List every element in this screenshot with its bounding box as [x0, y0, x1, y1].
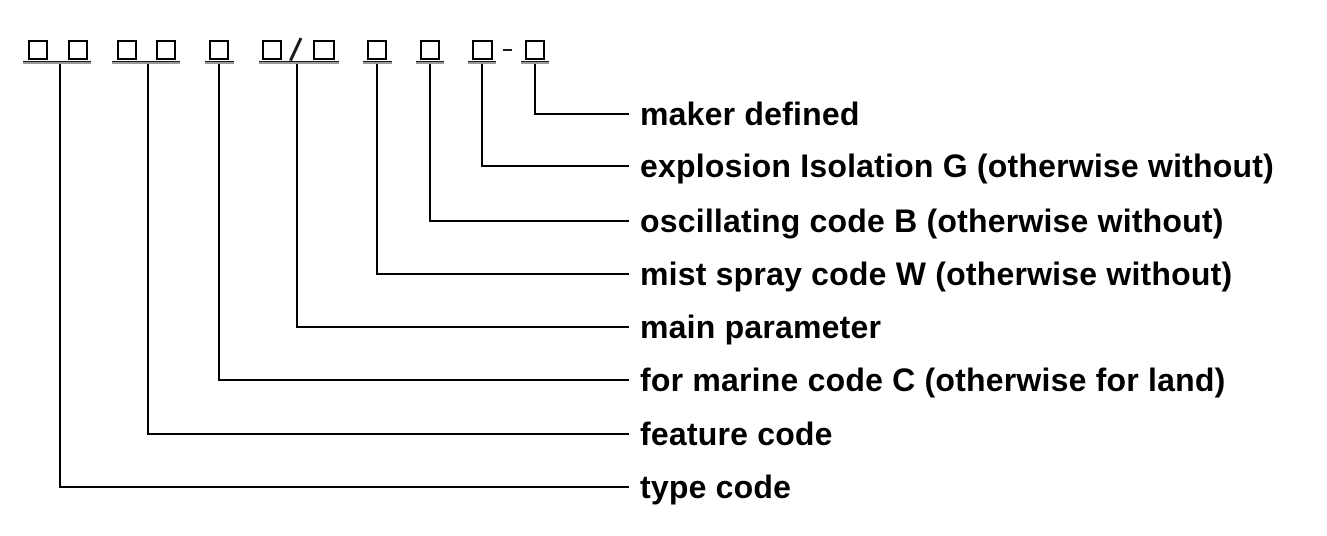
mist-spray-code-box-1: [367, 40, 387, 60]
maker-defined-box-1: [525, 40, 545, 60]
oscillating-code-connector-horizontal: [429, 220, 629, 222]
label-marine-code: for marine code C (otherwise for land): [640, 362, 1226, 398]
marine-code-underline: [205, 61, 234, 64]
main-parameter-connector-horizontal: [296, 326, 629, 328]
maker-defined-underline: [521, 61, 549, 64]
explosion-isolation-code-connector-vertical: [481, 64, 483, 167]
explosion-isolation-code-underline: [468, 61, 496, 64]
label-mist-spray-code: mist spray code W (otherwise without): [640, 256, 1233, 292]
label-main-parameter: main parameter: [640, 309, 882, 345]
oscillating-code-connector-vertical: [429, 64, 431, 222]
label-feature-code: feature code: [640, 416, 833, 452]
label-type-code: type code: [640, 469, 792, 505]
label-explosion-isolation-code: explosion Isolation G (otherwise without…: [640, 148, 1274, 184]
type-code-box-1: [28, 40, 48, 60]
main-parameter-underline: [259, 61, 339, 64]
feature-code-connector-vertical: [147, 64, 149, 435]
main-parameter-connector-vertical: [296, 64, 298, 328]
main-parameter-box-1: [262, 40, 282, 60]
oscillating-code-underline: [416, 61, 444, 64]
maker-defined-connector-horizontal: [534, 113, 629, 115]
feature-code-box-1: [117, 40, 137, 60]
oscillating-code-box-1: [420, 40, 440, 60]
feature-code-underline: [112, 61, 180, 64]
type-code-connector-vertical: [59, 64, 61, 488]
slash-separator-icon: [289, 37, 302, 62]
marine-code-connector-horizontal: [218, 379, 629, 381]
explosion-isolation-code-connector-horizontal: [481, 165, 629, 167]
main-parameter-box-2: [313, 40, 335, 60]
marine-code-connector-vertical: [218, 64, 220, 381]
type-code-connector-horizontal: [59, 486, 629, 488]
mist-spray-code-connector-horizontal: [376, 273, 629, 275]
maker-defined-connector-vertical: [534, 64, 536, 115]
mist-spray-code-underline: [363, 61, 392, 64]
label-maker-defined: maker defined: [640, 96, 860, 132]
label-oscillating-code: oscillating code B (otherwise without): [640, 203, 1224, 239]
mist-spray-code-connector-vertical: [376, 64, 378, 275]
marine-code-box-1: [209, 40, 229, 60]
explosion-isolation-code-box-1: [472, 40, 493, 60]
dash-separator-icon: [503, 48, 512, 51]
type-code-box-2: [68, 40, 88, 60]
feature-code-connector-horizontal: [147, 433, 629, 435]
type-code-underline: [23, 61, 91, 64]
feature-code-box-2: [156, 40, 176, 60]
